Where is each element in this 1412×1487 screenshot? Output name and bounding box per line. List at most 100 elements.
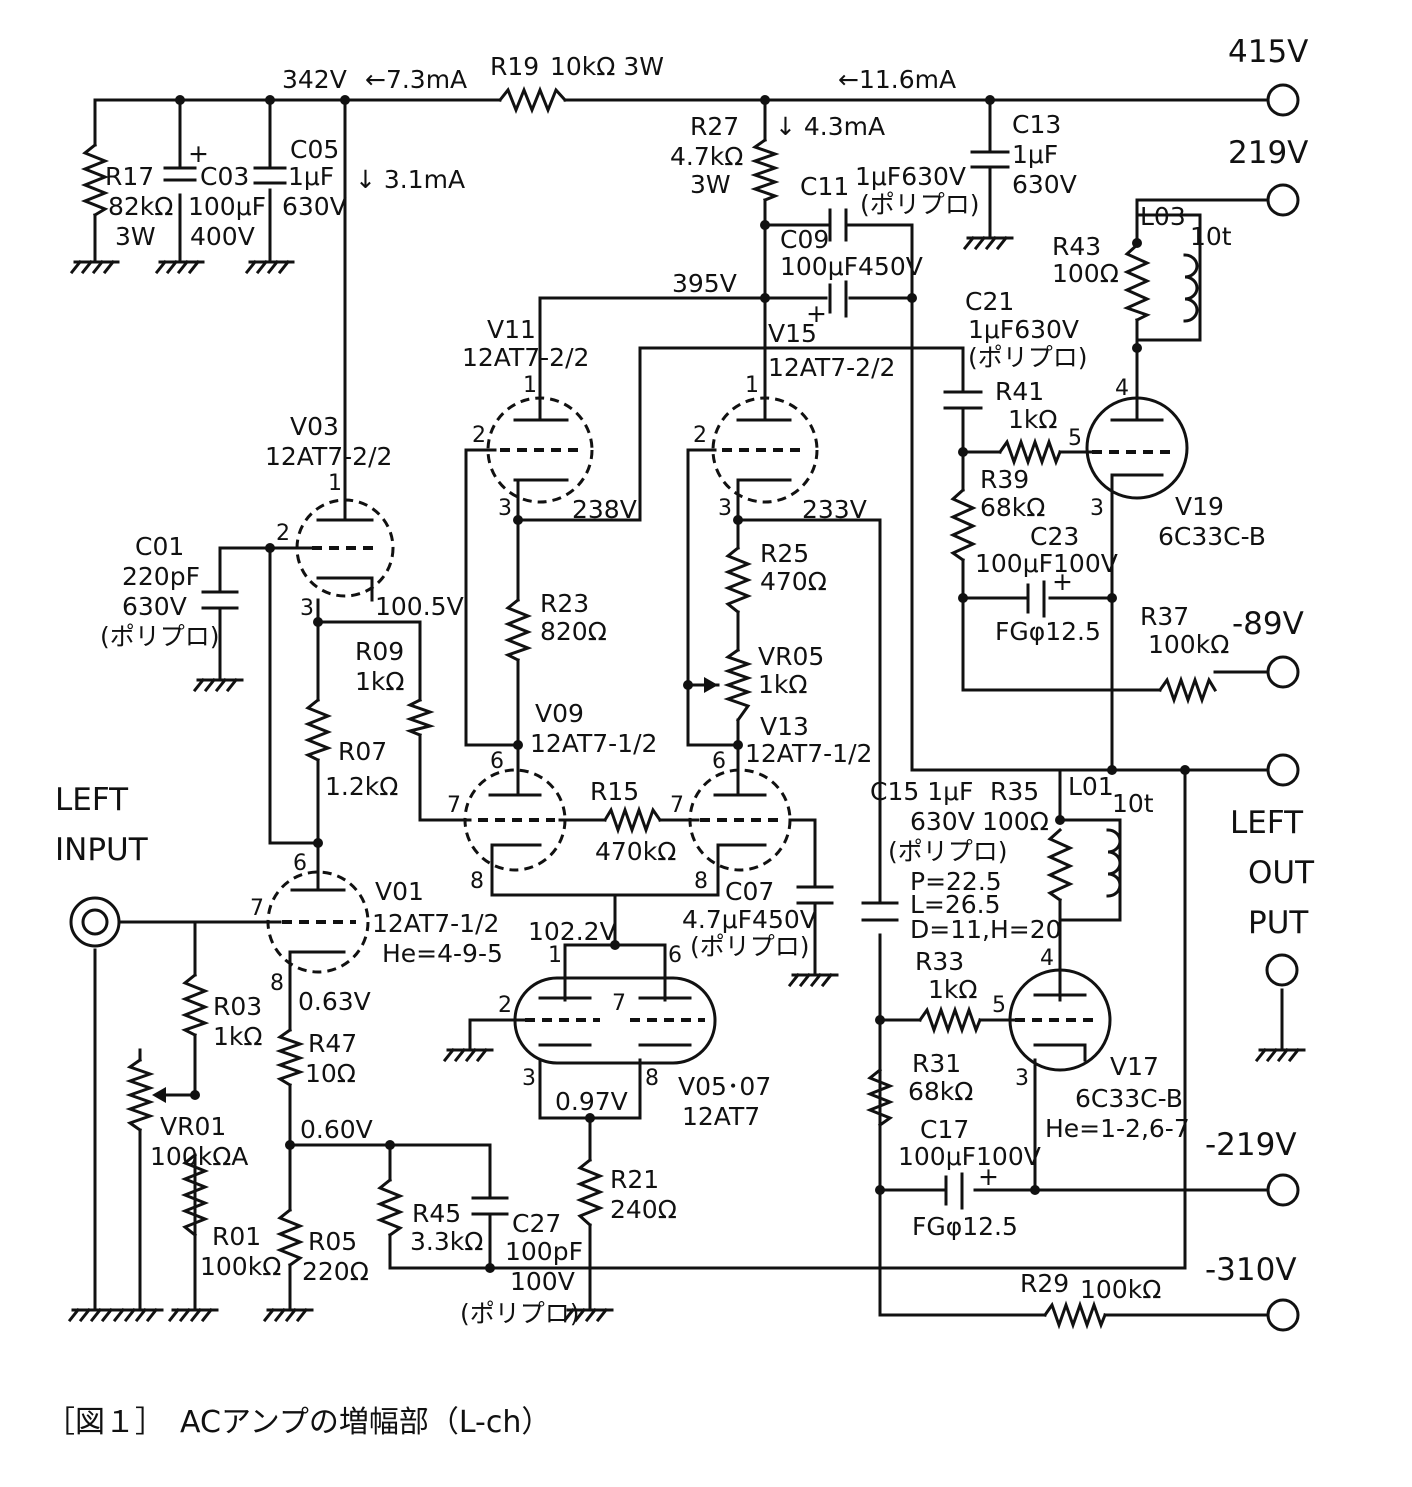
pin-label: 1 [745, 373, 759, 398]
terminal-415v [1266, 83, 1300, 117]
current-label: ←7.3mA [365, 65, 467, 94]
input-jack-icon [69, 896, 121, 948]
component-value: 1kΩ [758, 670, 808, 699]
component-value: 100kΩ [1080, 1275, 1161, 1304]
resistor-r47 [275, 1027, 305, 1088]
vr05-wiper-arrow [704, 677, 718, 693]
component-value: 630V [122, 592, 187, 621]
resistor-r01 [180, 1152, 210, 1238]
tubes: 1 2 3 6 7 8 1 2 3 1 2 3 [250, 373, 1189, 1091]
component-value: 12AT7-2/2 [462, 343, 589, 372]
pin-label: 6 [712, 749, 726, 774]
junctions [175, 95, 1190, 1273]
component-label: C01 [135, 532, 184, 561]
c17-plus: + [978, 1162, 999, 1191]
component-label: R37 [1140, 602, 1189, 631]
pin-label: 4 [1040, 946, 1054, 971]
voltage-label: 0.97V [555, 1087, 628, 1116]
component-label: R39 [980, 465, 1029, 494]
component-label: R27 [690, 112, 739, 141]
component-value: 1.2kΩ [325, 772, 398, 801]
label-minus310v: -310V [1205, 1252, 1297, 1288]
resistor-r21 [575, 1157, 605, 1228]
resistor-r33 [917, 1005, 982, 1035]
resistor-r45 [375, 1177, 405, 1238]
component-value: (ポリプロ) [888, 837, 1008, 866]
capacitor-c03 [163, 166, 197, 182]
capacitors: + + + + [163, 139, 1073, 1216]
capacitor-c15 [861, 901, 899, 922]
pin-label: 2 [276, 521, 290, 546]
resistor-r29 [1042, 1300, 1107, 1330]
pin-label: 3 [718, 496, 732, 521]
capacitor-c13 [970, 150, 1010, 169]
component-value: 1μF [288, 162, 334, 191]
resistor-r19 [497, 85, 568, 115]
component-value: 3.3kΩ [410, 1227, 483, 1256]
component-value: 12AT7-1/2 [745, 739, 872, 768]
component-value: 220pF [122, 562, 200, 591]
pin-label: 4 [1115, 376, 1129, 401]
capacitor-c17 [944, 1172, 964, 1210]
component-value: 100μF100V [975, 549, 1118, 578]
component-value: 12AT7-1/2 [530, 729, 657, 758]
tube-v03: 1 2 3 [276, 471, 395, 621]
component-label: V05･07 [678, 1072, 771, 1101]
component-label: R31 [912, 1049, 961, 1078]
component-value: 100pF [505, 1237, 583, 1266]
resistor-r41 [997, 437, 1062, 467]
component-value: 12AT7-1/2 [372, 909, 499, 938]
label-415v: 415V [1228, 34, 1308, 70]
component-label: R33 [915, 947, 964, 976]
component-value: (ポリプロ) [100, 622, 220, 651]
component-label: VR05 [758, 642, 824, 671]
component-value: 4.7kΩ [670, 142, 743, 171]
component-value: 1μF [1012, 140, 1058, 169]
label-minus89v: -89V [1232, 606, 1304, 642]
inductor-l03 [1183, 253, 1199, 323]
pin-label: 7 [447, 793, 461, 818]
component-value: 400V [190, 222, 255, 251]
current-label: ↓ 4.3mA [775, 112, 885, 141]
component-value: FGφ12.5 [912, 1212, 1018, 1241]
component-value: 10Ω [305, 1059, 356, 1088]
component-label: R35 [990, 777, 1039, 806]
component-value: 12AT7 [682, 1102, 760, 1131]
capacitor-c21 [943, 390, 983, 410]
terminal-output-ground [1265, 953, 1299, 987]
resistor-r31 [865, 1067, 895, 1128]
component-value: 6C33C-B [1075, 1084, 1183, 1113]
voltage-label: 0.63V [298, 987, 371, 1016]
component-value: 100μF [188, 192, 266, 221]
component-value: 1kΩ [1008, 405, 1058, 434]
component-value: 100kΩ [200, 1252, 281, 1281]
voltage-label: 102.2V [528, 917, 617, 946]
current-label: ↓ 3.1mA [355, 165, 465, 194]
component-value: 12AT7-2/2 [768, 353, 895, 382]
component-value: (ポリプロ) [968, 343, 1088, 372]
component-value: 1kΩ [928, 975, 978, 1004]
pin-label: 2 [498, 993, 512, 1018]
label-input: INPUT [55, 832, 149, 868]
component-value: 100V [510, 1267, 575, 1296]
pin-label: 5 [1068, 426, 1082, 451]
component-value: (ポリプロ) [460, 1299, 580, 1328]
component-label: C05 [290, 135, 339, 164]
pin-label: 1 [548, 943, 562, 968]
component-label: R45 [412, 1199, 461, 1228]
capacitor-c09 [828, 280, 848, 318]
component-label: V11 [487, 315, 536, 344]
labels: 415V 219V -89V -219V -310V LEFT INPUT LE… [45, 34, 1315, 1440]
pin-label: 8 [694, 869, 708, 894]
capacitor-c01 [201, 590, 239, 610]
component-label: R03 [213, 992, 262, 1021]
component-value: 100kΩ [1148, 630, 1229, 659]
component-label: R25 [760, 539, 809, 568]
inductors [1106, 253, 1199, 898]
component-value: 82kΩ [108, 192, 173, 221]
resistor-r15 [602, 805, 663, 835]
resistor-r05 [275, 1207, 305, 1268]
component-label: L01 [1068, 772, 1114, 801]
component-label: C09 [780, 225, 829, 254]
